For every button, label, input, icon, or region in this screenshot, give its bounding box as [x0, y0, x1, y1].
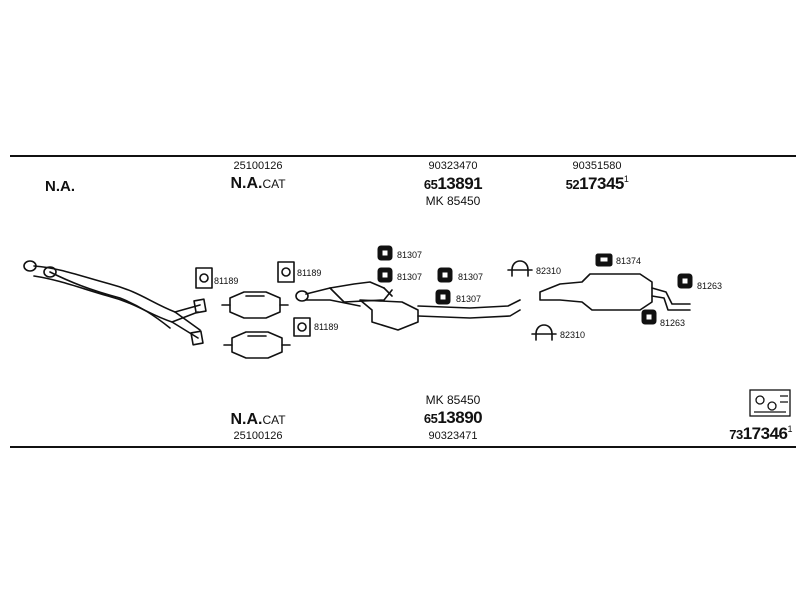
kit-box-icon — [749, 389, 791, 417]
hanger-icon — [677, 273, 693, 289]
part-prefix: 73 — [729, 427, 743, 442]
bottom-code-1: 25100126 — [233, 430, 283, 442]
hanger-icon — [595, 253, 613, 267]
gasket-label: 81189 — [314, 322, 339, 332]
kit-part-number: 73173461 — [729, 424, 792, 444]
gasket-label: 81189 — [297, 268, 322, 278]
part-main: 13890 — [437, 408, 483, 427]
mount-label: 81307 — [397, 250, 423, 260]
bottom-code-2: 90323471 — [428, 430, 478, 442]
mount-label: 81307 — [458, 272, 484, 282]
gasket-icon — [277, 261, 295, 283]
mount-icon — [437, 267, 453, 283]
part-prefix: 65 — [423, 177, 438, 192]
hanger-label: 81263 — [660, 318, 686, 328]
na-text: N.A. — [230, 411, 263, 428]
part-prefix: 65 — [423, 411, 438, 426]
cat-text: CAT — [262, 177, 286, 191]
top-part-number-2: 6513891 — [423, 174, 483, 194]
na-text: N.A. — [230, 175, 263, 192]
bottom-na-cat-1: N.A.CAT — [230, 411, 285, 429]
hanger-label: 81374 — [616, 256, 642, 266]
top-na-cat-1: N.A.CAT — [230, 175, 285, 193]
bottom-mk-label: MK 85450 — [425, 393, 481, 407]
top-mk-label: MK 85450 — [425, 194, 481, 208]
part-prefix: 52 — [565, 177, 580, 192]
part-suffix: 1 — [623, 174, 629, 184]
gasket-label: 81189 — [214, 276, 239, 286]
front-pipe-icon — [23, 260, 207, 346]
catalytic-converter-icon — [223, 331, 291, 359]
mount-label: 81307 — [397, 272, 423, 282]
bottom-rule — [10, 446, 796, 448]
clamp-label: 82310 — [560, 330, 586, 340]
catalytic-converter-icon — [221, 291, 289, 319]
mount-icon — [377, 245, 393, 261]
gasket-icon — [293, 317, 311, 337]
part-suffix: 1 — [787, 424, 792, 434]
hanger-icon — [641, 309, 657, 325]
rear-silencer-icon — [539, 273, 691, 311]
middle-silencer-icon — [295, 281, 521, 331]
top-part-number-3: 52173451 — [566, 174, 629, 194]
part-main: 17345 — [579, 174, 624, 193]
mount-icon — [435, 289, 451, 305]
top-code-1: 25100126 — [233, 160, 283, 172]
clamp-icon — [531, 324, 557, 341]
bottom-part-number-2: 6513890 — [423, 408, 483, 428]
hanger-label: 81263 — [697, 281, 723, 291]
clamp-label: 82310 — [536, 266, 562, 276]
part-main: 13891 — [437, 174, 483, 193]
mount-label: 81307 — [456, 294, 482, 304]
top-code-3: 90351580 — [572, 160, 622, 172]
top-code-2: 90323470 — [428, 160, 478, 172]
mount-icon — [377, 267, 393, 283]
top-rule — [10, 155, 796, 157]
na-left-label: N.A. — [45, 178, 75, 195]
cat-text: CAT — [262, 413, 286, 427]
clamp-icon — [507, 260, 533, 277]
part-main: 17346 — [742, 424, 788, 443]
gasket-icon — [195, 267, 213, 289]
